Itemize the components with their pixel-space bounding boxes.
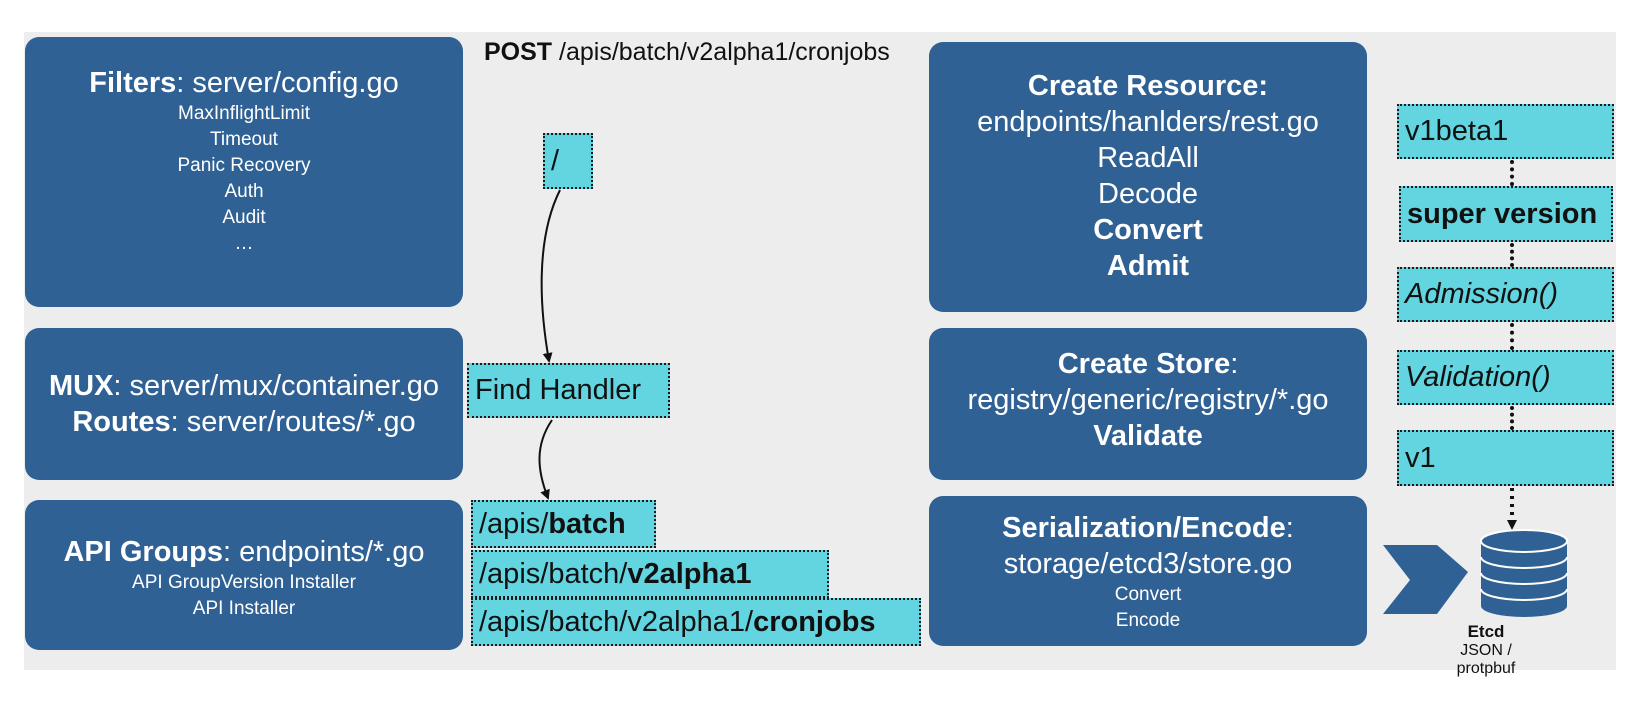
version-validation-label: Validation() [1405,361,1551,393]
api-groups-item: API Installer [192,598,296,619]
filters-item: MaxInflightLimit [178,103,310,124]
path-v2alpha1-segment: v2alpha1 [627,558,752,590]
filters-box: Filters: server/config.go MaxInflightLim… [25,37,463,307]
filters-item: Audit [222,207,266,228]
version-super-label: super version [1407,198,1598,230]
filters-title-bold: Filters [89,67,177,99]
routes-line: Routes: server/routes/*.go [25,404,463,440]
api-groups-item: API GroupVersion Installer [132,572,356,593]
routes-file: : server/routes/*.go [170,406,416,438]
serialization-step: Convert [1114,584,1182,605]
serialization-title: Serialization/Encode: [929,510,1367,546]
request-path: /apis/batch/v2alpha1/cronjobs [552,38,890,66]
create-resource-step-bold: Admit [1106,250,1190,282]
create-store-file: registry/generic/registry/*.go [967,384,1329,416]
create-store-title: Create Store: [929,346,1367,382]
api-groups-title: API Groups: endpoints/*.go [25,534,463,570]
routes-label: Routes [72,406,171,438]
create-store-title-bold: Create Store [1057,348,1231,380]
version-connector [1510,323,1514,350]
serialization-step: Encode [1115,610,1181,631]
create-store-step: Validate [1093,420,1203,452]
api-groups-file: : endpoints/*.go [222,536,425,568]
etcd-formats: JSON / protpbuf [1456,642,1516,677]
create-resource-step: Decode [1098,178,1198,210]
etcd-name: Etcd [1467,622,1505,641]
version-v1-label: v1 [1405,442,1436,474]
version-super-box: super version [1399,186,1613,242]
version-connector [1510,406,1514,430]
version-validation-box: Validation() [1397,350,1614,405]
filters-title-file: : server/config.go [176,67,399,99]
path-cronjobs-prefix: /apis/batch/v2alpha1/ [479,606,754,638]
path-v2alpha1-box: /apis/batch/v2alpha1 [471,550,829,598]
create-resource-box: Create Resource: endpoints/hanlders/rest… [929,42,1367,312]
create-resource-step-bold: Convert [1093,214,1203,246]
path-batch-segment: batch [548,508,626,540]
filters-title: Filters: server/config.go [25,65,463,101]
version-v1beta1-box: v1beta1 [1397,104,1614,159]
create-store-title-colon: : [1230,348,1239,380]
etcd-caption: Etcd JSON / protpbuf [1436,622,1536,678]
api-groups-title-bold: API Groups [63,536,223,568]
mux-file: : server/mux/container.go [113,370,440,402]
version-v1beta1-label: v1beta1 [1405,115,1509,147]
create-resource-file: endpoints/hanlders/rest.go [977,106,1319,138]
root-path-box: / [543,133,593,189]
version-admission-box: Admission() [1397,267,1614,322]
serialization-file: storage/etcd3/store.go [1003,548,1293,580]
create-store-box: Create Store: registry/generic/registry/… [929,328,1367,480]
http-method: POST [484,38,553,66]
find-handler-box: Find Handler [467,363,670,418]
version-admission-label: Admission() [1405,278,1559,310]
post-request-line: POST /apis/batch/v2alpha1/cronjobs [484,38,890,67]
mux-box: MUX: server/mux/container.go Routes: ser… [25,328,463,480]
path-cronjobs-segment: cronjobs [753,606,876,638]
version-connector [1510,243,1514,267]
root-path-label: / [551,145,560,177]
serialization-title-colon: : [1285,512,1294,544]
mux-label: MUX [48,370,114,402]
find-handler-label: Find Handler [475,374,642,406]
create-resource-title: Create Resource: [1027,70,1269,102]
serialization-box: Serialization/Encode: storage/etcd3/stor… [929,496,1367,646]
path-batch-box: /apis/batch [471,500,656,548]
path-cronjobs-box: /apis/batch/v2alpha1/cronjobs [471,598,921,646]
api-groups-box: API Groups: endpoints/*.go API GroupVers… [25,500,463,650]
serialization-title-bold: Serialization/Encode [1002,512,1286,544]
mux-line: MUX: server/mux/container.go [25,368,463,404]
filters-item: Auth [224,181,264,202]
path-v2alpha1-prefix: /apis/batch/ [479,558,628,590]
filters-item: … [234,233,254,254]
filters-item: Timeout [210,129,278,150]
version-connector [1510,160,1514,186]
path-batch-prefix: /apis/ [479,508,549,540]
filters-item: Panic Recovery [177,155,311,176]
version-v1-box: v1 [1397,430,1614,486]
create-resource-step: ReadAll [1097,142,1199,174]
